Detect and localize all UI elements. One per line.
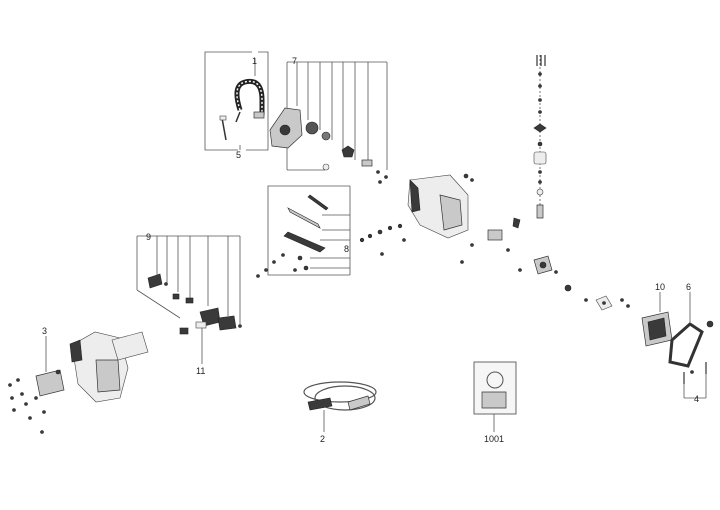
label-1001: 1001: [484, 434, 504, 444]
control-panel-part: [641, 311, 673, 347]
small-connectors: [359, 217, 522, 272]
right-side-parts: [533, 255, 630, 311]
loose-screws-left: [8, 378, 46, 434]
vertical-screw-stack: [533, 55, 547, 219]
label-10: 10: [655, 282, 665, 292]
label-11: 11: [196, 366, 205, 376]
hose-part: [219, 78, 265, 141]
electronics-parts: [147, 273, 242, 335]
callout-group-3: 3: [42, 326, 47, 372]
label-9: 9: [146, 232, 151, 242]
main-housing-part: [407, 173, 474, 239]
label-3: 3: [42, 326, 47, 336]
frame-part: [668, 320, 714, 368]
callout-group-6: 6: [686, 282, 691, 322]
pump-head-parts: [269, 107, 388, 184]
label-2: 2: [320, 434, 325, 444]
battery-housing-part: [35, 331, 149, 403]
manual-document-part: 1001: [473, 361, 517, 444]
label-7: 7: [292, 56, 297, 66]
callout-group-1-5: 1 5: [204, 51, 269, 160]
label-8: 8: [344, 244, 349, 254]
callout-group-7: 7: [286, 56, 388, 171]
callout-group-11: 11: [196, 328, 205, 376]
callout-group-10: 10: [655, 282, 665, 312]
label-5: 5: [236, 150, 241, 160]
callout-group-8: 8: [267, 185, 351, 276]
car-charger-cable-part: 2: [303, 381, 377, 444]
label-1: 1: [252, 56, 257, 66]
label-4: 4: [694, 394, 699, 404]
callout-group-9: 9: [136, 232, 241, 324]
blade-parts: [256, 194, 329, 278]
callout-group-4: 4: [683, 362, 707, 404]
label-6: 6: [686, 282, 691, 292]
